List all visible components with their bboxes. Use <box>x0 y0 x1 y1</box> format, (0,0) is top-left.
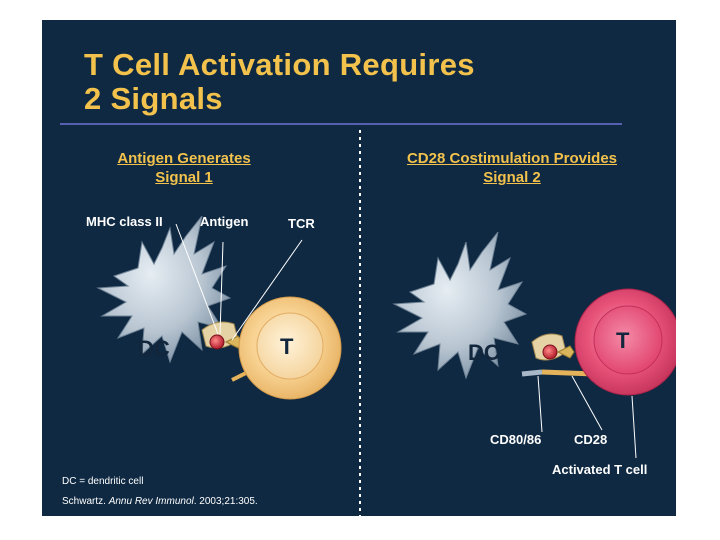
tcr-label: TCR <box>288 216 315 231</box>
left-heading-line2: Signal 1 <box>155 169 213 186</box>
left-dc-label: DC <box>138 336 170 361</box>
slide-title-line1: T Cell Activation Requires <box>84 47 475 82</box>
right-dc-label: DC <box>468 340 500 365</box>
activated-pointer <box>631 395 637 459</box>
activated-t-cell-label: Activated T cell <box>552 462 648 477</box>
right-heading-line2: Signal 2 <box>483 169 541 186</box>
left-t-label: T <box>280 334 294 359</box>
left-heading-line1: Antigen Generates <box>117 150 251 167</box>
right-dendritic-cell <box>392 231 528 380</box>
slide-graphics <box>60 123 676 516</box>
citation-author: Schwartz. <box>62 496 106 507</box>
citation-details: . 2003;21:305. <box>193 496 258 507</box>
antigen-pointer <box>219 241 224 335</box>
cd28-label: CD28 <box>574 432 608 447</box>
left-antigen <box>209 334 225 350</box>
right-tcr <box>556 345 575 359</box>
right-t-label: T <box>616 328 630 353</box>
mhc-pointer <box>175 223 219 335</box>
naive-t-cell-nucleus <box>256 312 324 380</box>
right-antigen <box>542 344 558 360</box>
tcr-pointer <box>231 239 303 341</box>
cd80-86-label: CD80/86 <box>490 432 542 447</box>
cd80-86-molecule <box>521 369 543 377</box>
mhc-class-ii-label: MHC class II <box>86 214 163 229</box>
right-heading-line1: CD28 Costimulation Provides <box>406 150 618 167</box>
left-dendritic-cell <box>96 215 232 364</box>
footnote-citation: Schwartz. Annu Rev Immunol. 2003;21:305. <box>62 496 258 507</box>
cd28-pointer <box>571 375 603 431</box>
cd80-86-pointer <box>537 375 543 433</box>
citation-journal: Annu Rev Immunol <box>108 496 194 507</box>
slide-title-line2: 2 Signals <box>84 81 223 116</box>
activated-t-cell-nucleus <box>593 305 663 375</box>
antigen-label: Antigen <box>200 214 249 229</box>
footnote-definition: DC = dendritic cell <box>62 476 144 487</box>
slide: T Cell Activation Requires 2 Signals Ant… <box>42 20 676 516</box>
